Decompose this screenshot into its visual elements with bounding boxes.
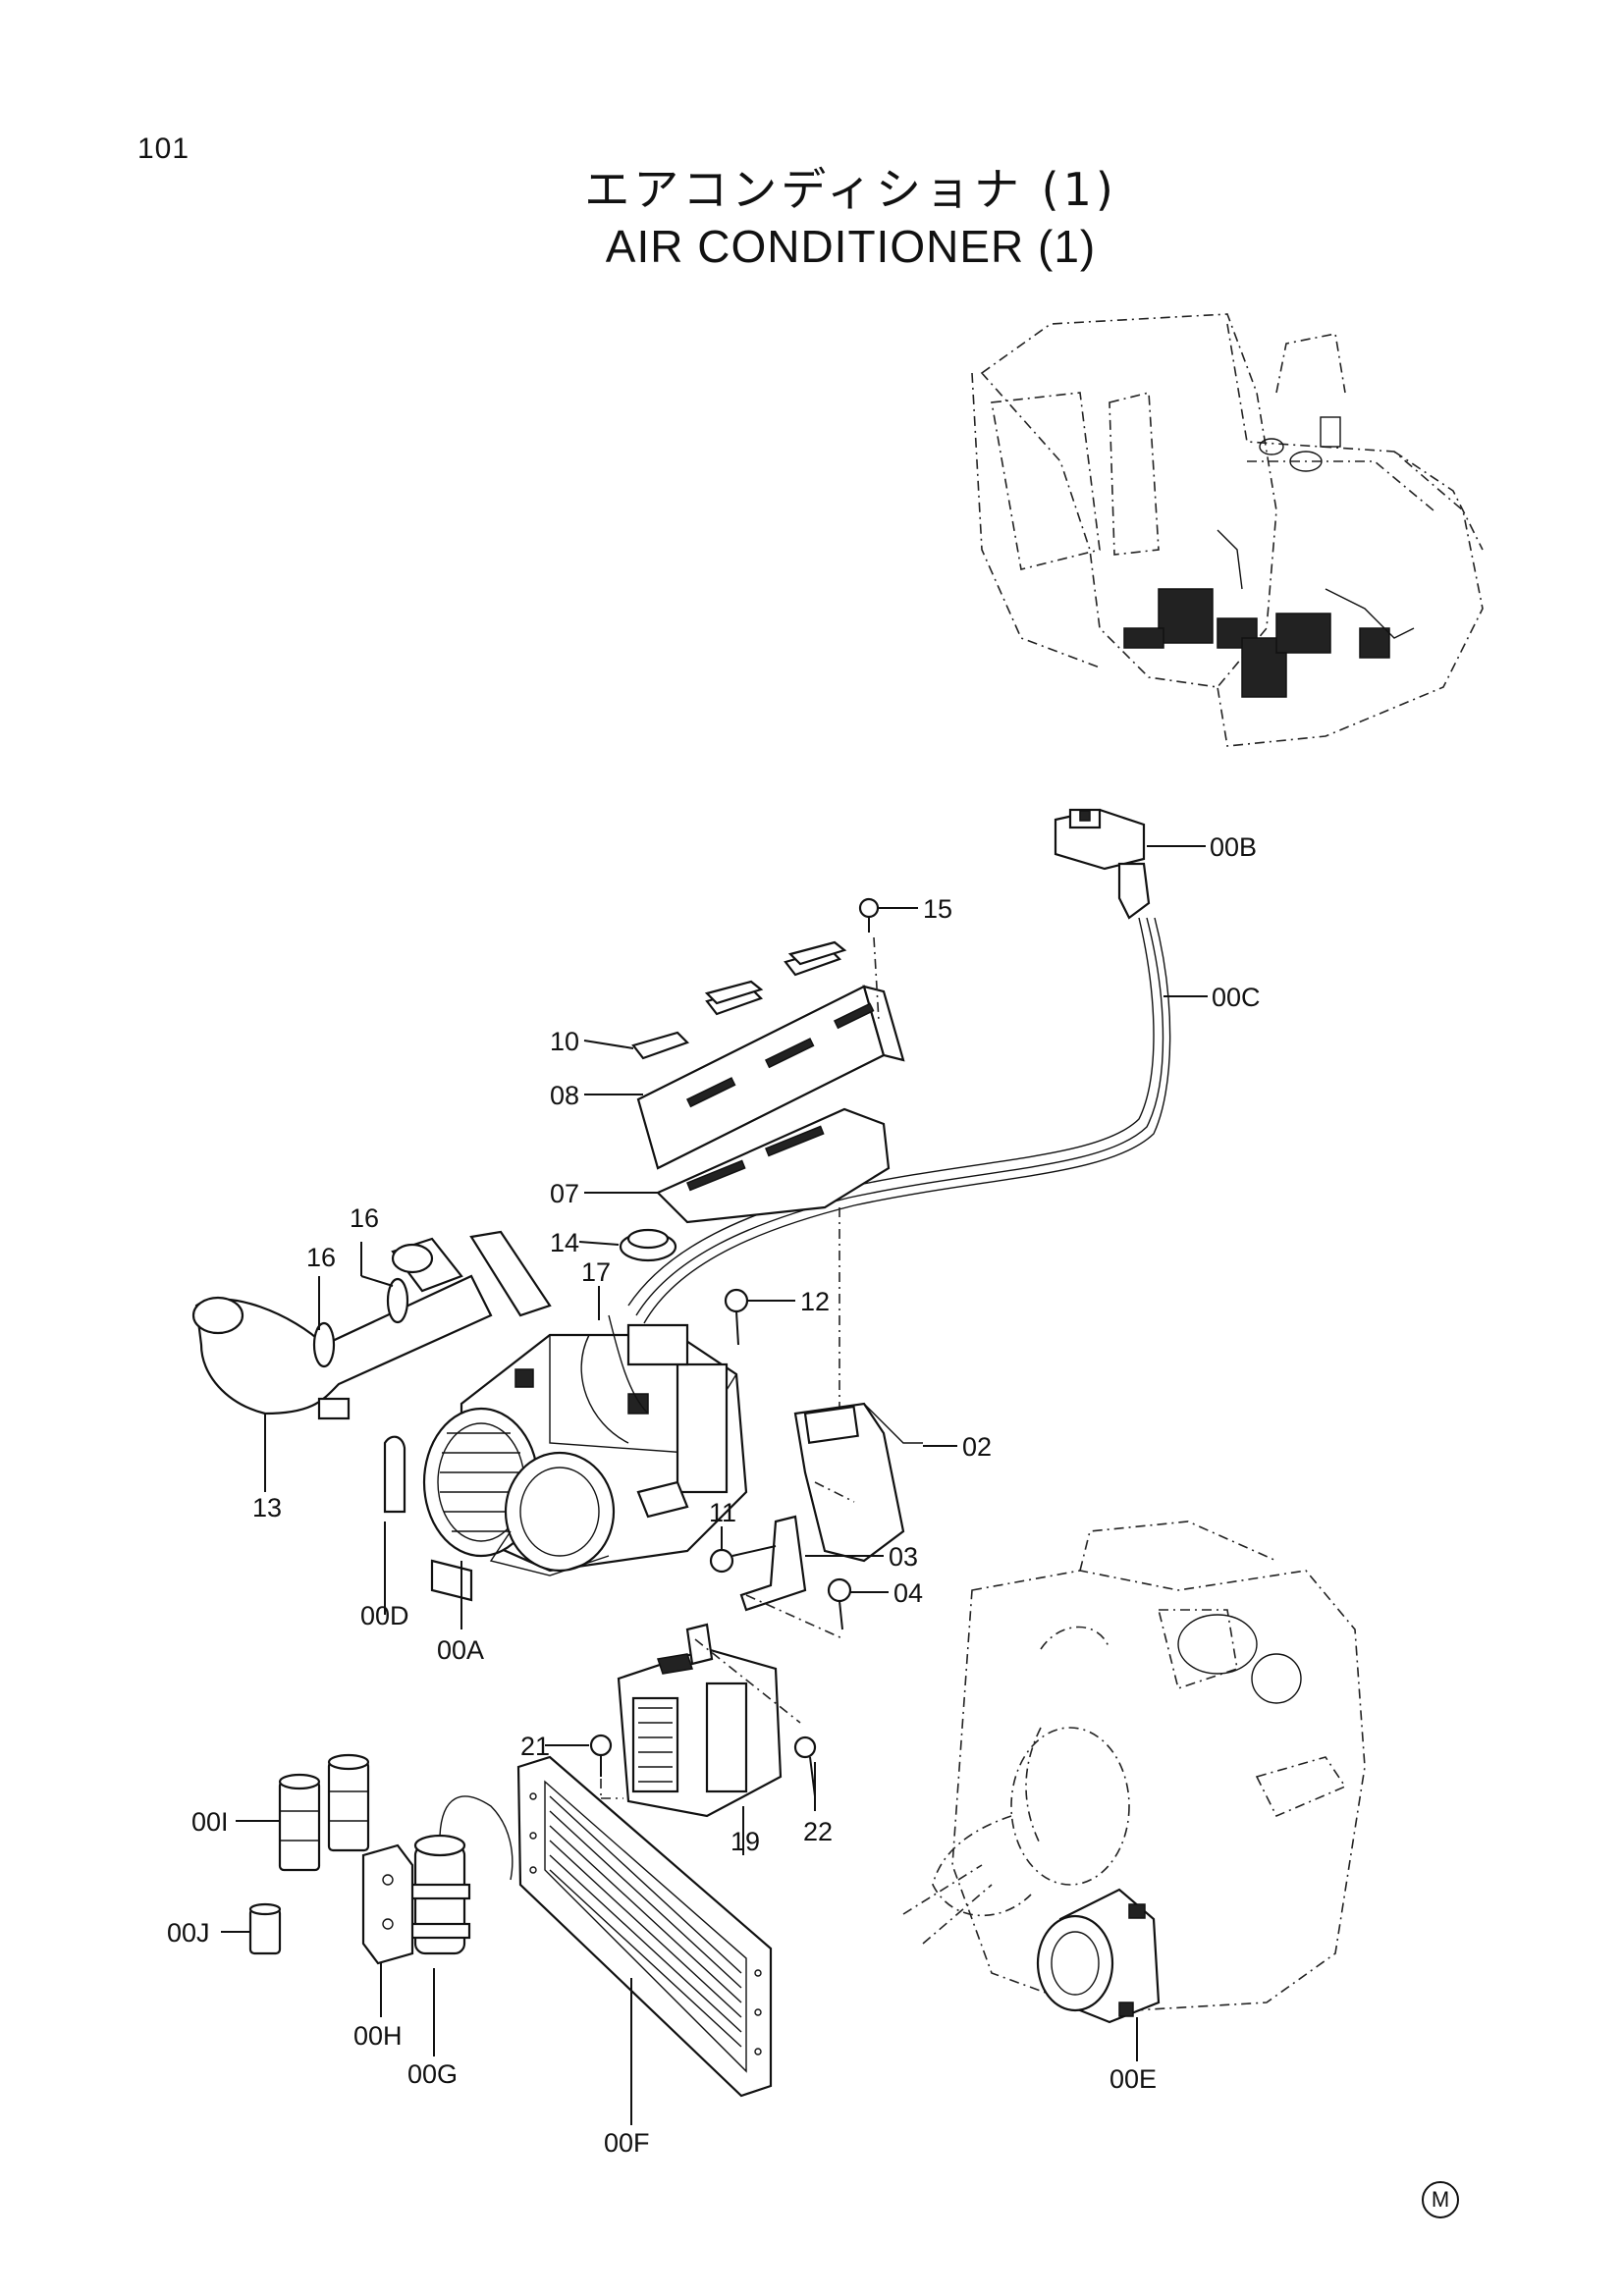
- callout-12: 12: [800, 1287, 830, 1316]
- callout-00F: 00F: [604, 2128, 650, 2158]
- callout-00D: 00D: [360, 1601, 409, 1630]
- evaporator-19: [617, 1623, 783, 1818]
- vent-grilles-10: [631, 940, 847, 1060]
- page-number: 101: [137, 133, 190, 165]
- bracket-00H: [361, 1843, 414, 1965]
- callout-00H: 00H: [353, 2021, 403, 2051]
- callout-00B: 00B: [1210, 832, 1257, 862]
- callout-17: 17: [581, 1257, 611, 1287]
- callout-21: 21: [520, 1732, 550, 1761]
- callout-00J: 00J: [167, 1918, 210, 1948]
- bracket-03: [739, 1515, 807, 1612]
- title-japanese: エアコンディショナ (1): [584, 163, 1117, 216]
- callout-04: 04: [893, 1578, 923, 1608]
- air-conditioner-unit-00A: [422, 1314, 748, 1602]
- air-duct-13: [191, 1230, 552, 1420]
- callout-19: 19: [730, 1827, 760, 1856]
- screw-15: [858, 897, 880, 1022]
- title-english: AIR CONDITIONER (1): [605, 221, 1097, 272]
- duct-panel-07: [656, 1107, 891, 1224]
- bolt-22: [793, 1735, 817, 1797]
- receiver-dryer-00G: [408, 1795, 514, 1955]
- duct-02: [793, 1402, 923, 1563]
- callout-08: 08: [550, 1081, 579, 1110]
- callout-00G: 00G: [407, 2059, 458, 2089]
- bolt-12: [724, 1288, 749, 1346]
- callout-15: 15: [923, 894, 952, 924]
- oil-can-00J: [248, 1902, 282, 1955]
- callout-13: 13: [252, 1493, 282, 1522]
- clamp-16-upper: [386, 1277, 409, 1324]
- leader-lines: [221, 845, 1208, 1933]
- excavator-overview-illustration: [971, 313, 1484, 747]
- bolt-04: [827, 1577, 852, 1630]
- callout-00I: 00I: [191, 1807, 229, 1837]
- callout-16-upper: 16: [350, 1203, 379, 1233]
- control-switch-00B: [1054, 808, 1151, 920]
- callout-00C: 00C: [1212, 983, 1261, 1012]
- callout-07: 07: [550, 1179, 579, 1208]
- clamp-16-lower: [312, 1321, 336, 1368]
- bolt-11: [709, 1545, 777, 1574]
- callout-16-lower: 16: [306, 1243, 336, 1272]
- callout-00E: 00E: [1109, 2064, 1157, 2094]
- callout-10: 10: [550, 1027, 579, 1056]
- compressor-00E: [1036, 1888, 1161, 2024]
- condenser-00F: [516, 1755, 773, 2098]
- callout-02: 02: [962, 1432, 992, 1462]
- grommet-14: [619, 1228, 677, 1262]
- maker-mark-logo: M: [1422, 2181, 1459, 2218]
- callout-labels: 00B 00C 15 10 08 07 14 17 12 16 16 13 02…: [167, 832, 1261, 2158]
- callout-22: 22: [803, 1817, 833, 1846]
- engine-illustration: [902, 1521, 1366, 2013]
- callout-11: 11: [709, 1498, 736, 1527]
- refrigerant-cans-00I: [278, 1753, 370, 1872]
- page-title: エアコンディショナ (1) AIR CONDITIONER (1): [0, 162, 1623, 276]
- callout-00A: 00A: [437, 1635, 484, 1665]
- callout-14: 14: [550, 1228, 579, 1257]
- callout-03: 03: [889, 1542, 918, 1572]
- harness-00C: [627, 917, 1155, 1307]
- bolt-21: [589, 1734, 623, 1799]
- hose-00D: [383, 1435, 406, 1514]
